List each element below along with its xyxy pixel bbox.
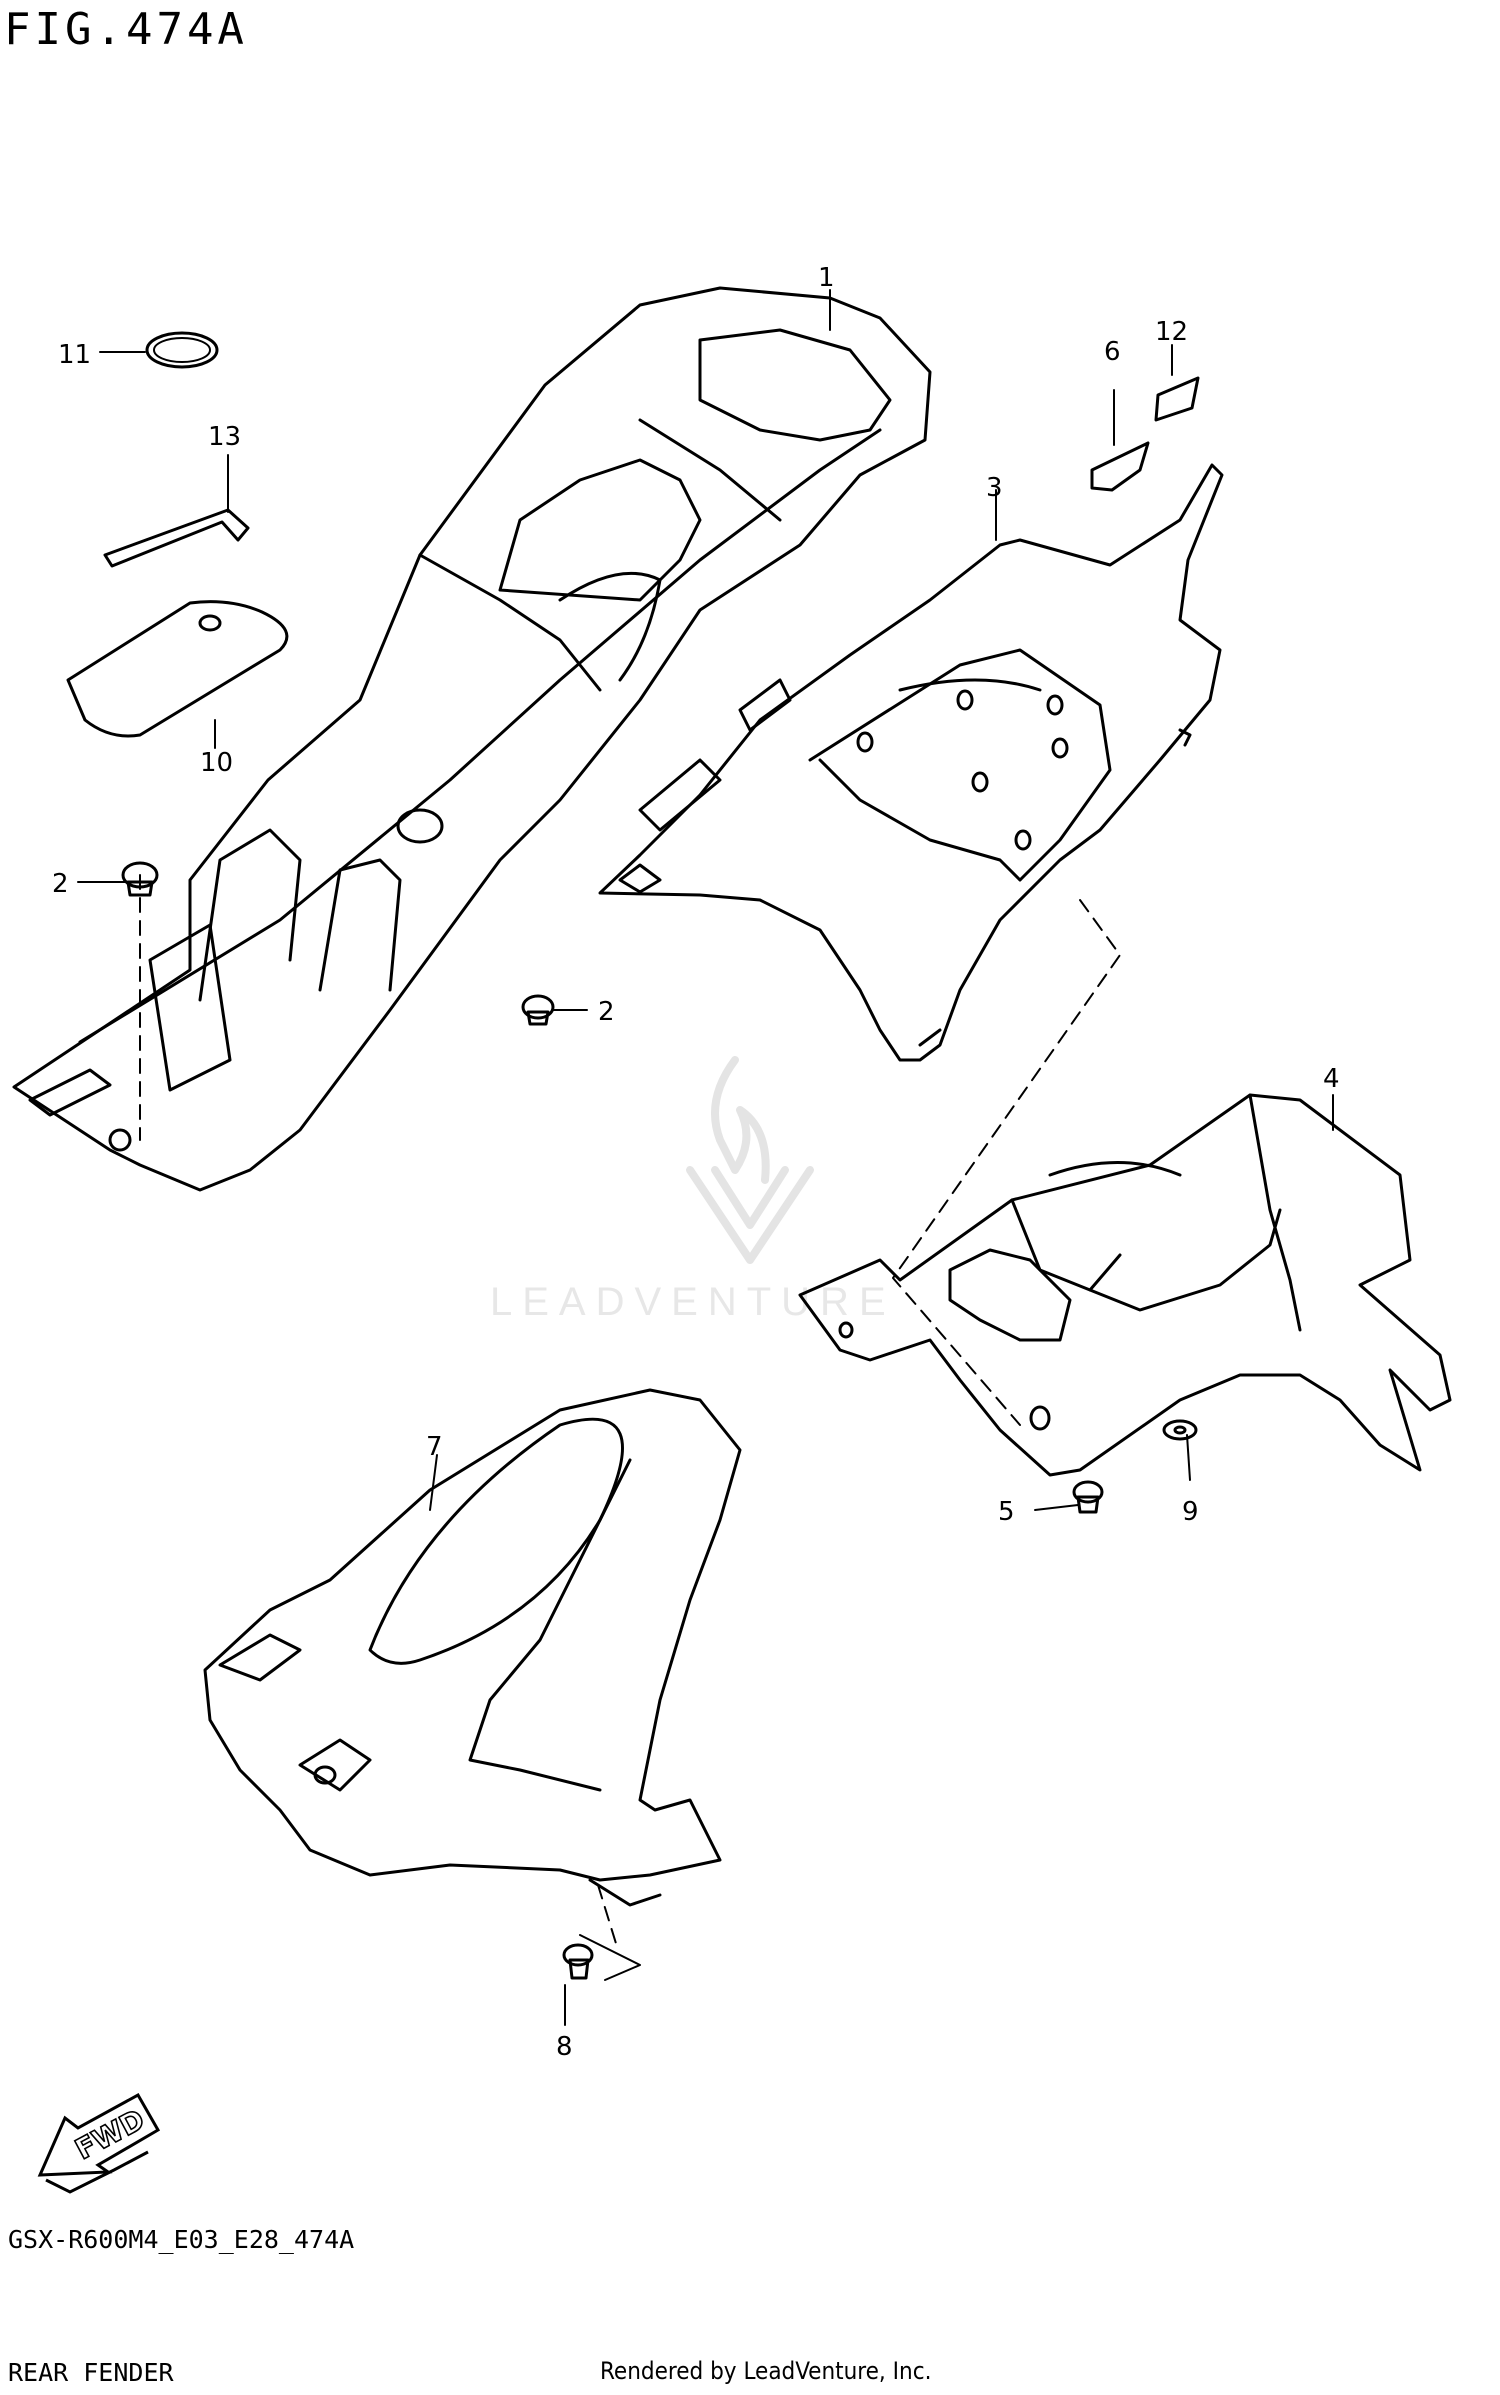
part-11-o-ring[interactable] bbox=[145, 331, 219, 369]
callout-9[interactable]: 9 bbox=[1182, 1497, 1199, 1527]
callout-6[interactable]: 6 bbox=[1104, 337, 1121, 367]
section-name: REAR FENDER bbox=[8, 2358, 174, 2387]
callout-13[interactable]: 13 bbox=[208, 422, 241, 452]
callout-4[interactable]: 4 bbox=[1323, 1064, 1340, 1094]
part-13-hex-wrench[interactable] bbox=[103, 508, 250, 568]
watermark-logo bbox=[686, 1056, 814, 1264]
part-1-rear-fender-main[interactable] bbox=[12, 286, 932, 1192]
part-4-mudguard[interactable] bbox=[798, 1093, 1452, 1477]
callout-2-lower[interactable]: 2 bbox=[598, 997, 615, 1027]
figure-title: FIG.474A bbox=[4, 4, 248, 55]
callout-12[interactable]: 12 bbox=[1155, 317, 1188, 347]
callout-10[interactable]: 10 bbox=[200, 748, 233, 778]
callout-7[interactable]: 7 bbox=[426, 1432, 443, 1462]
bolt-5[interactable] bbox=[1072, 1480, 1104, 1514]
part-10-bag-hole bbox=[198, 614, 222, 632]
callout-labels: 1 2 2 3 4 5 6 7 8 9 10 11 12 13 bbox=[52, 263, 1340, 2062]
part-11-o-ring-inner bbox=[153, 337, 211, 363]
bolt-2-upper[interactable] bbox=[121, 861, 159, 897]
model-code: GSX-R600M4_E03_E28_474A bbox=[8, 2225, 355, 2254]
callout-2-upper[interactable]: 2 bbox=[52, 869, 69, 899]
part-7-front-fender[interactable] bbox=[203, 1388, 742, 1907]
leader-lines bbox=[77, 289, 1334, 2026]
callout-8[interactable]: 8 bbox=[556, 2032, 573, 2062]
bolt-2-lower[interactable] bbox=[521, 994, 555, 1026]
callout-11[interactable]: 11 bbox=[58, 340, 91, 370]
callout-3[interactable]: 3 bbox=[986, 473, 1003, 503]
part-10-tool-bag[interactable] bbox=[66, 600, 289, 738]
bolt-8[interactable] bbox=[562, 1943, 594, 1980]
washer-9[interactable] bbox=[1162, 1419, 1198, 1441]
callout-5[interactable]: 5 bbox=[998, 1497, 1015, 1527]
guide-arrow bbox=[579, 1934, 641, 1981]
guide-lines bbox=[139, 874, 1121, 1951]
callout-1[interactable]: 1 bbox=[818, 263, 835, 293]
render-credit: Rendered by LeadVenture, Inc. bbox=[600, 2357, 932, 2385]
part-6-pad[interactable] bbox=[1090, 441, 1150, 492]
part-3-inner-fender[interactable] bbox=[598, 463, 1224, 1062]
fwd-arrow-badge: FWD bbox=[37, 2092, 161, 2194]
part-12-pad[interactable] bbox=[1154, 376, 1200, 422]
